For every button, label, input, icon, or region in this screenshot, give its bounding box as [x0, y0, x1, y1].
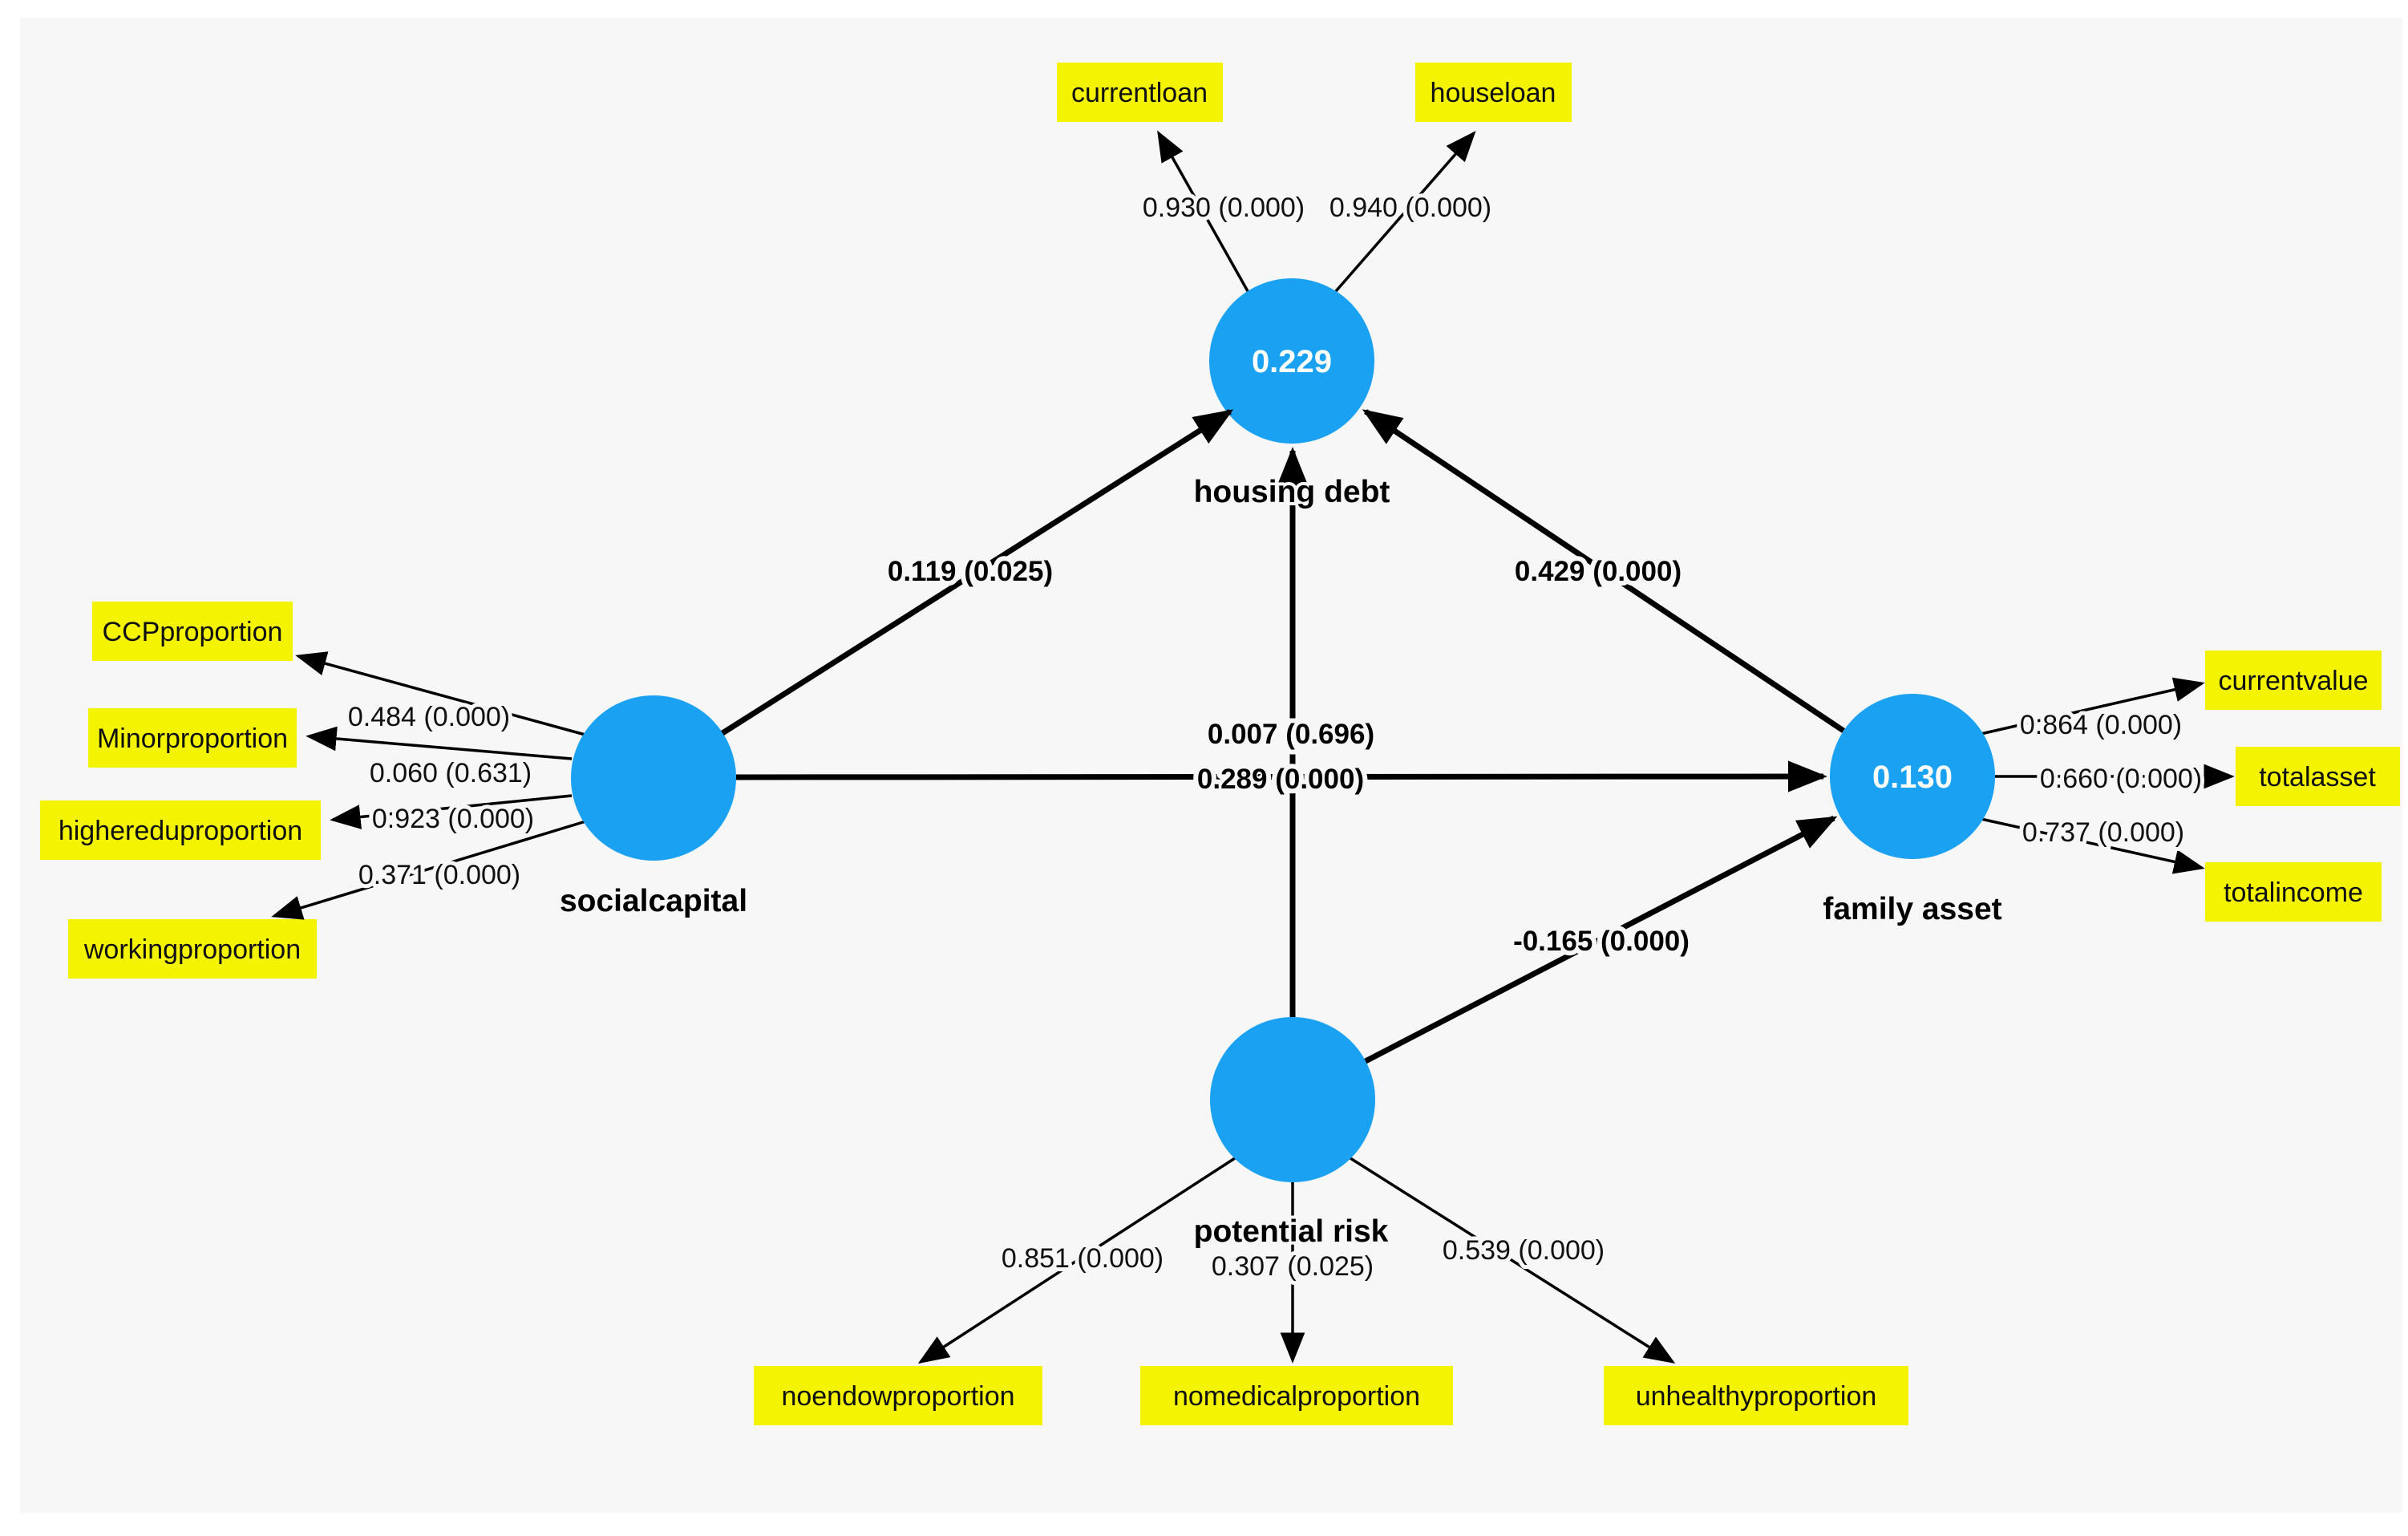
latent-node-potential-risk — [1210, 1017, 1375, 1182]
indicator-box-ccpproportion — [92, 602, 293, 661]
indicator-box-currentvalue — [2205, 650, 2382, 710]
indicator-box-houseloan — [1415, 63, 1572, 122]
indicator-box-highereduproportion — [40, 800, 321, 860]
indicator-label-highereduproportion: highereduproportion — [59, 816, 302, 846]
indicator-box-totalincome — [2205, 862, 2382, 922]
loading-label-ccpproportion: 0.484 (0.000) — [348, 702, 510, 732]
loading-label-totalasset: 0.660 (0.000) — [2040, 764, 2202, 794]
latent-node-housing-debt — [1209, 278, 1374, 444]
loading-label-nomedicalproportion: 0.307 (0.025) — [1212, 1251, 1374, 1282]
loading-labels: 0.930 (0.000) 0.940 (0.000) 0.484 (0.000… — [344, 188, 2206, 1286]
indicator-box-unhealthyproportion — [1604, 1366, 1908, 1425]
indicator-label-workingproportion: workingproportion — [83, 934, 301, 965]
indicator-label-nomedicalproportion: nomedicalproportion — [1173, 1381, 1420, 1412]
indicator-box-minorproportion — [88, 708, 297, 768]
indicator-label-currentloan: currentloan — [1071, 78, 1208, 108]
indicator-arrow-houseloan — [1334, 131, 1476, 293]
loading-label-currentvalue: 0.864 (0.000) — [2020, 710, 2182, 740]
indicator-label-currentvalue: currentvalue — [2218, 666, 2368, 696]
path-coefficient-potential-risk-to-housing-debt: 0.007 (0.696) — [1208, 719, 1374, 750]
loading-label-highereduproportion: 0.923 (0.000) — [372, 804, 534, 834]
structural-paths — [721, 409, 1845, 1064]
path-coefficient-socialcapital-to-family-asset: 0.289 (0.000) — [1197, 764, 1364, 795]
node-label-housing-debt: housing debt — [1194, 475, 1390, 509]
path-arrow-socialcapital-to-family-asset — [735, 760, 1827, 792]
loading-label-minorproportion: 0.060 (0.631) — [370, 758, 532, 788]
path-arrow-family-asset-to-housing-debt — [1362, 409, 1845, 733]
indicator-box-totalasset — [2236, 747, 2400, 806]
indicator-label-minorproportion: Minorproportion — [97, 723, 288, 754]
indicator-box-nomedicalproportion — [1140, 1366, 1453, 1425]
r-squared-value-family-asset: 0.130 — [1872, 760, 1953, 795]
loading-label-unhealthyproportion: 0.539 (0.000) — [1443, 1235, 1605, 1266]
loading-label-workingproportion: 0.371 (0.000) — [358, 860, 520, 890]
node-label-socialcapital: socialcapital — [560, 884, 747, 918]
latent-node-socialcapital — [571, 695, 736, 861]
path-coefficient-family-asset-to-housing-debt: 0.429 (0.000) — [1515, 556, 1682, 587]
node-label-potential-risk: potential risk — [1194, 1214, 1389, 1249]
indicator-arrow-currentvalue — [1977, 677, 2205, 736]
indicator-label-houseloan: houseloan — [1431, 78, 1556, 108]
diagram-panel — [20, 18, 2402, 1513]
indicator-arrows — [271, 130, 2235, 1364]
latent-nodes — [571, 278, 1995, 1182]
indicator-arrow-workingproportion — [271, 818, 592, 920]
indicator-label-noendowproportion: noendowproportion — [781, 1381, 1014, 1412]
indicator-label-totalasset: totalasset — [2259, 762, 2376, 792]
node-label-family-asset: family asset — [1823, 892, 2001, 926]
indicator-box-noendowproportion — [754, 1366, 1042, 1425]
indicator-box-currentloan — [1057, 63, 1223, 122]
indicator-label-unhealthyproportion: unhealthyproportion — [1636, 1381, 1877, 1412]
loading-label-totalincome: 0.737 (0.000) — [2022, 817, 2184, 848]
r-squared-value-housing-debt: 0.229 — [1252, 344, 1332, 379]
path-arrow-potential-risk-to-family-asset — [1364, 815, 1838, 1064]
path-coefficient-labels: 0.119 (0.025) 0.429 (0.000) 0.007 (0.696… — [883, 551, 1694, 962]
indicator-label-totalincome: totalincome — [2224, 877, 2363, 908]
indicator-arrow-ccpproportion — [295, 651, 592, 738]
loading-label-houseloan: 0.940 (0.000) — [1329, 193, 1491, 223]
indicator-arrow-unhealthyproportion — [1350, 1157, 1676, 1364]
loading-label-noendowproportion: 0.851 (0.000) — [1002, 1243, 1164, 1274]
indicator-arrow-totalincome — [1977, 817, 2205, 874]
indicator-arrow-noendowproportion — [917, 1157, 1236, 1364]
indicator-boxes — [40, 63, 2400, 1425]
indicator-arrow-minorproportion — [306, 726, 573, 760]
path-coefficient-potential-risk-to-family-asset: -0.165 (0.000) — [1513, 926, 1690, 957]
indicator-label-ccpproportion: CCPproportion — [103, 617, 283, 647]
path-arrow-socialcapital-to-housing-debt — [721, 409, 1234, 736]
latent-node-family-asset — [1830, 694, 1995, 859]
indicator-arrow-currentloan — [1157, 130, 1249, 292]
path-coefficient-socialcapital-to-housing-debt: 0.119 (0.025) — [888, 556, 1053, 587]
indicator-box-workingproportion — [68, 919, 317, 979]
loading-label-currentloan: 0.930 (0.000) — [1143, 193, 1305, 223]
indicator-arrow-highereduproportion — [330, 794, 573, 829]
node-texts: 0.229 0.130 housing debt socialcapital f… — [556, 344, 2005, 1252]
indicator-labels: currentloan houseloan CCPproportion Mino… — [59, 78, 2376, 1412]
